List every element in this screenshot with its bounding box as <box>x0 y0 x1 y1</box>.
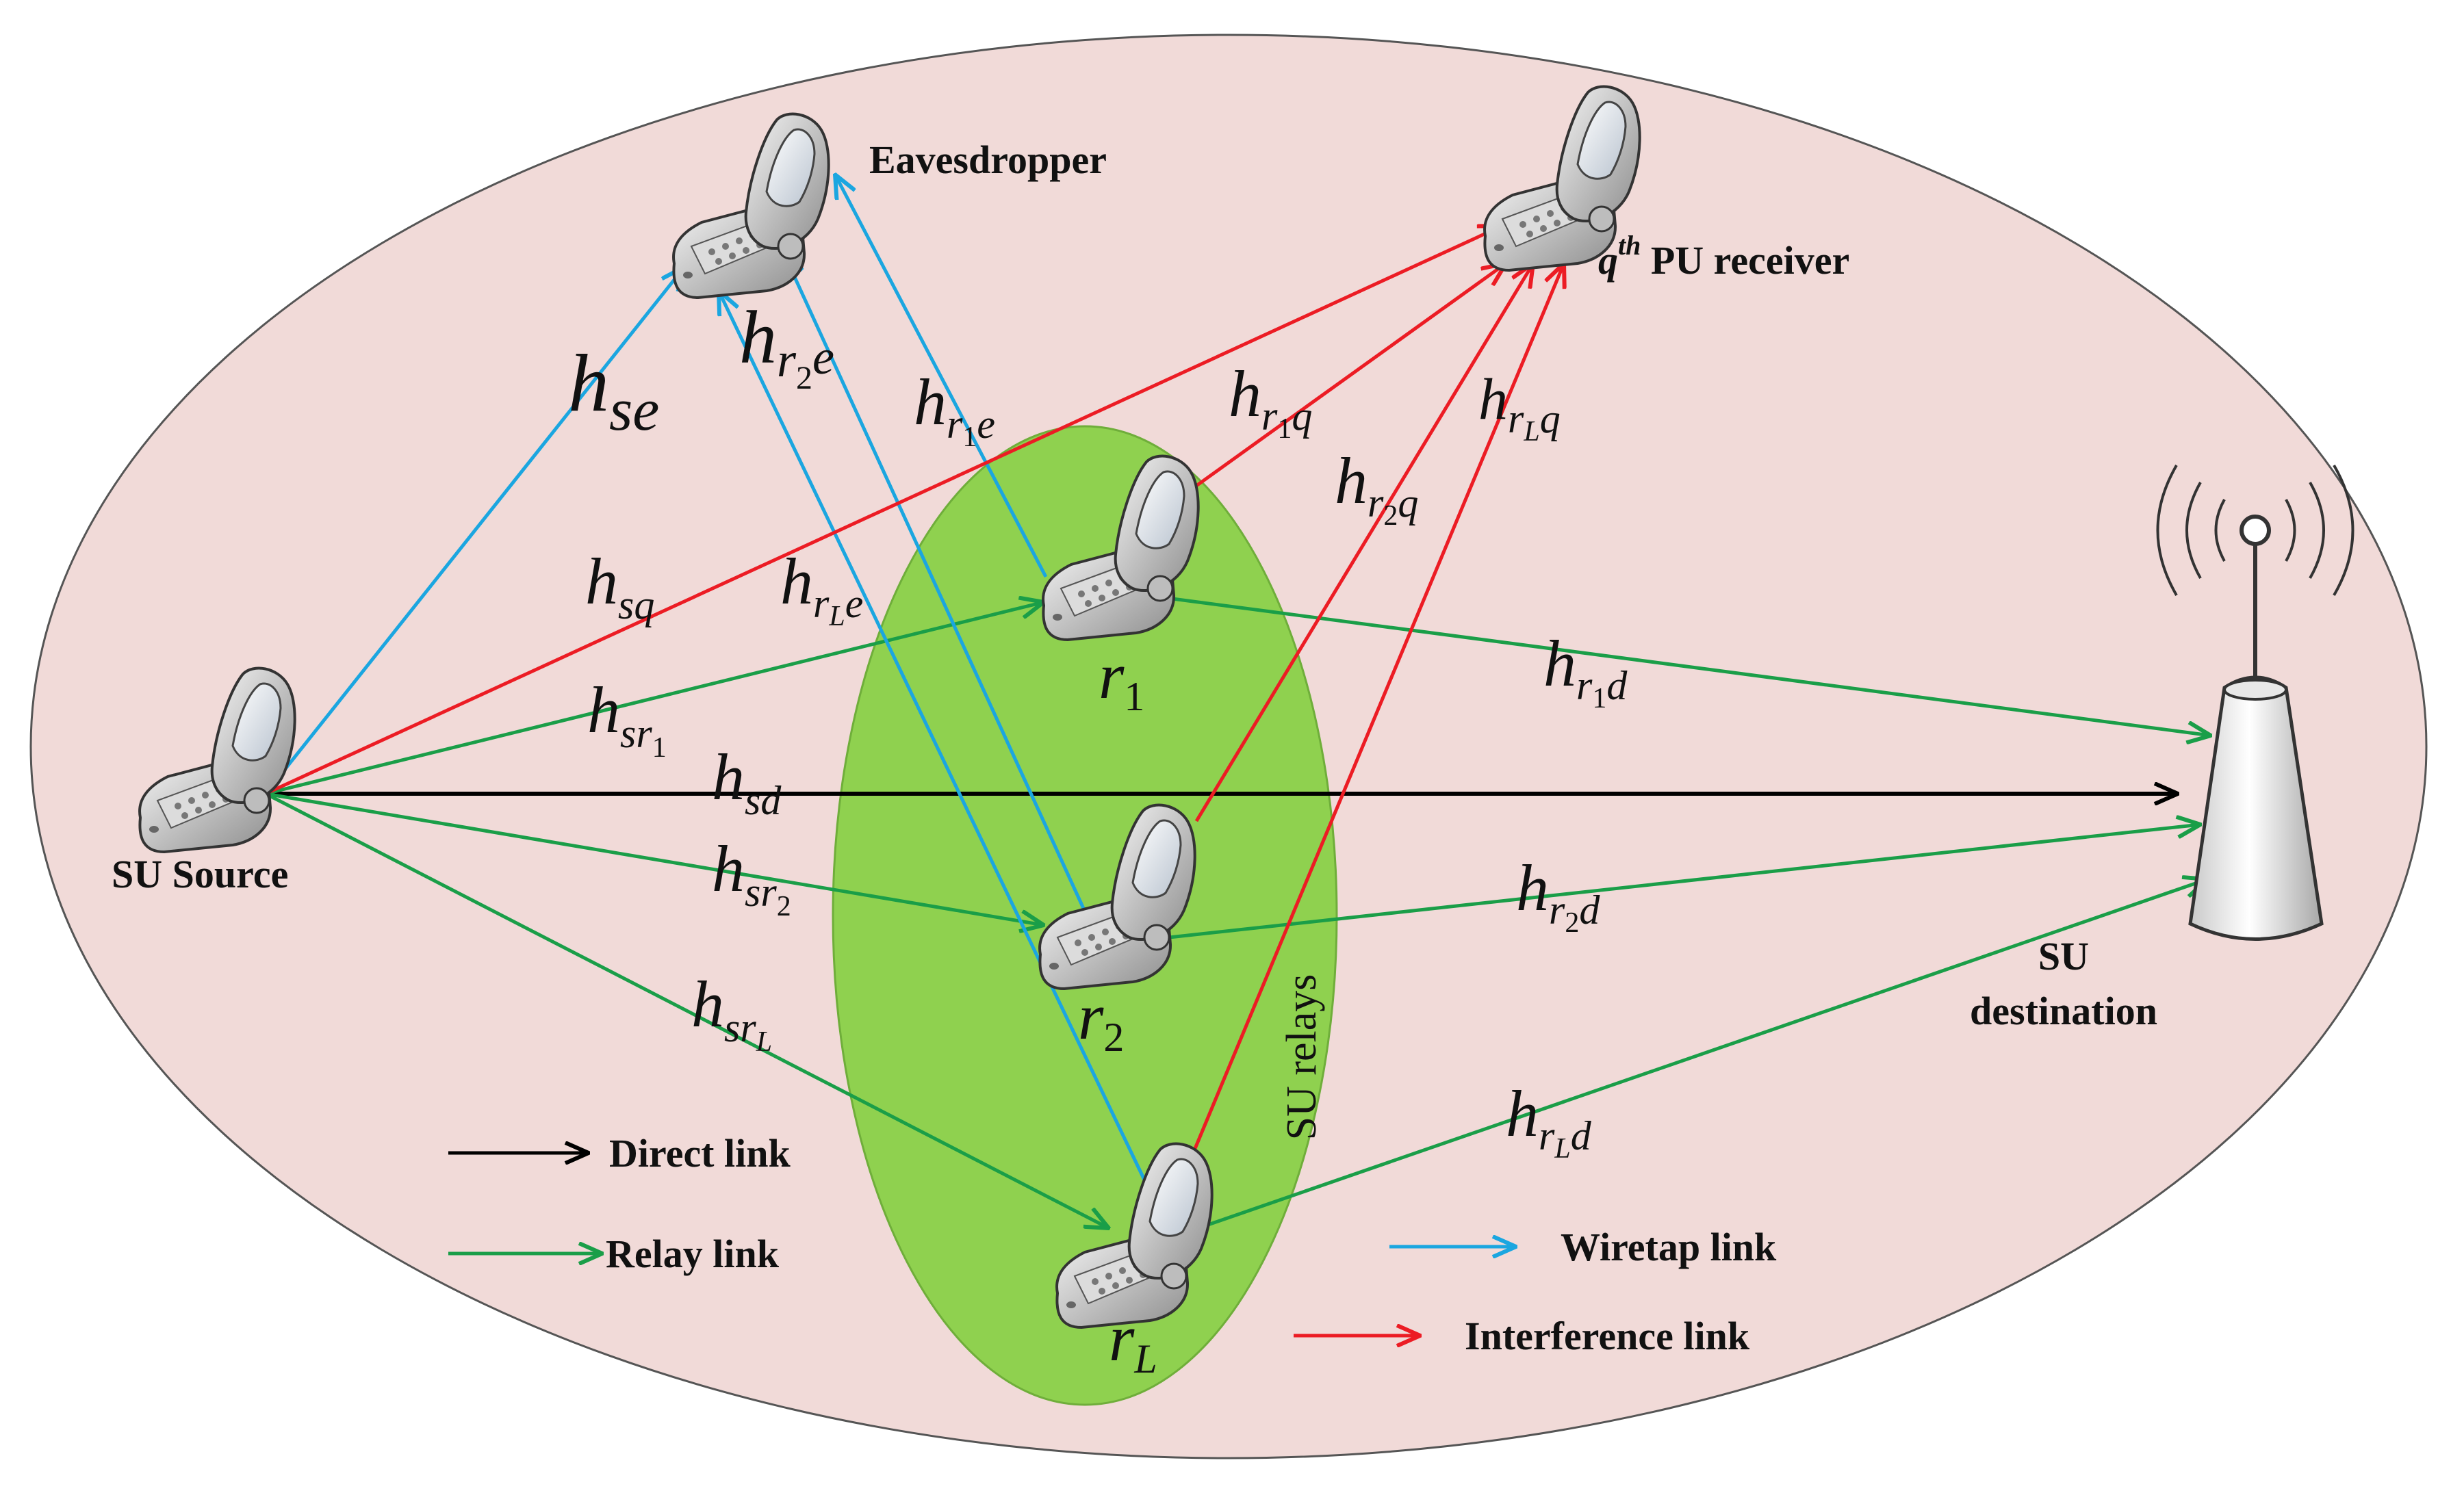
link-r2e <box>784 253 1087 913</box>
channel-hr2e-label: hr2e <box>739 296 834 396</box>
link-r2q <box>1194 263 1533 822</box>
channel-hrLe-label: hrLe <box>780 545 863 632</box>
link-r1d <box>1156 595 2211 736</box>
link-sr1 <box>265 602 1044 796</box>
link-sr2 <box>265 792 1044 925</box>
su-source-label: SU Source <box>112 852 288 896</box>
channel-hr1e-label: hr1e <box>914 365 995 453</box>
link-rLd <box>1207 879 2207 1227</box>
link-rLe <box>719 291 1159 1207</box>
relay-rL-label: rL <box>1109 1301 1157 1381</box>
channel-hsd-label: hsd <box>712 740 782 823</box>
channel-hse-label: hse <box>568 337 659 443</box>
link-sq <box>264 226 1502 796</box>
relay-r1-label: r1 <box>1099 639 1144 719</box>
channel-hsr2-label: hsr2 <box>712 832 791 922</box>
link-srL <box>264 792 1109 1228</box>
channel-hr2d-label: hr2d <box>1516 851 1600 939</box>
link-rLq <box>1185 263 1564 1167</box>
legend-wiretap-label: Wiretap link <box>1561 1225 1777 1269</box>
link-r1q <box>1193 263 1506 489</box>
channel-hsrL-label: hsrL <box>691 968 772 1058</box>
legend-relay-label: Relay link <box>606 1232 780 1276</box>
su-destination-label-line1: SU <box>2038 934 2089 978</box>
su-destination-label-line2: destination <box>1970 989 2157 1033</box>
link-r1e <box>835 174 1048 578</box>
channel-hrLd-label: hrLd <box>1506 1077 1592 1165</box>
pu-receiver-label: qth PU receiver <box>1598 230 1849 283</box>
relay-region-label: SU relays <box>1279 974 1325 1141</box>
base-station-tower-icon <box>2156 464 2354 941</box>
legend: Direct link Relay link Wiretap link Inte… <box>448 1131 1777 1358</box>
link-se <box>264 267 684 795</box>
link-r2d <box>1156 825 2200 941</box>
relay-r2-label: r2 <box>1078 980 1124 1060</box>
channel-hsq-label: hsq <box>585 545 654 627</box>
channel-hrLq-label: hrLq <box>1478 366 1561 447</box>
eavesdropper-label: Eavesdropper <box>869 138 1107 182</box>
legend-interference-label: Interference link <box>1465 1314 1750 1358</box>
legend-direct-label: Direct link <box>609 1131 791 1176</box>
channel-hr1d-label: hr1d <box>1543 627 1628 714</box>
channel-hsr1-label: hsr1 <box>587 673 667 764</box>
channel-hr1q-label: hr1q <box>1229 357 1312 445</box>
channel-hr2q-label: hr2q <box>1335 444 1418 532</box>
